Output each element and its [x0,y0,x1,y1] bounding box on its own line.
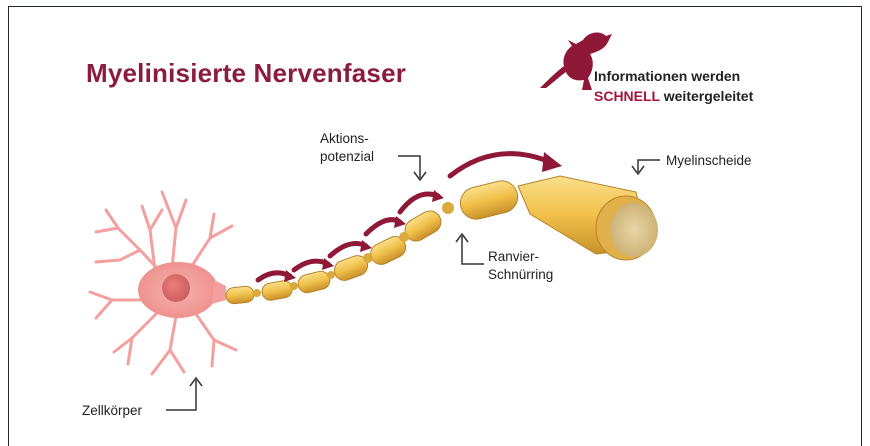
cell-nucleus [162,274,190,302]
label-ranvier-line-1: Ranvier- [488,248,553,266]
nerve-fiber-illustration [0,0,870,436]
myelin-segments [225,177,521,304]
label-myelinscheide: Myelinscheide [666,152,752,170]
label-aktionspotenzial-line-2: potenzial [320,148,374,166]
label-zellkoerper: Zellkörper [82,402,142,420]
label-aktionspotenzial: Aktions- potenzial [320,130,374,166]
kangaroo-icon [540,33,612,90]
label-ranvier: Ranvier- Schnürring [488,248,553,284]
label-ranvier-line-2: Schnürring [488,266,553,284]
label-aktionspotenzial-line-1: Aktions- [320,130,374,148]
axon-cross-section [610,203,658,257]
axon-hillock [212,280,226,304]
